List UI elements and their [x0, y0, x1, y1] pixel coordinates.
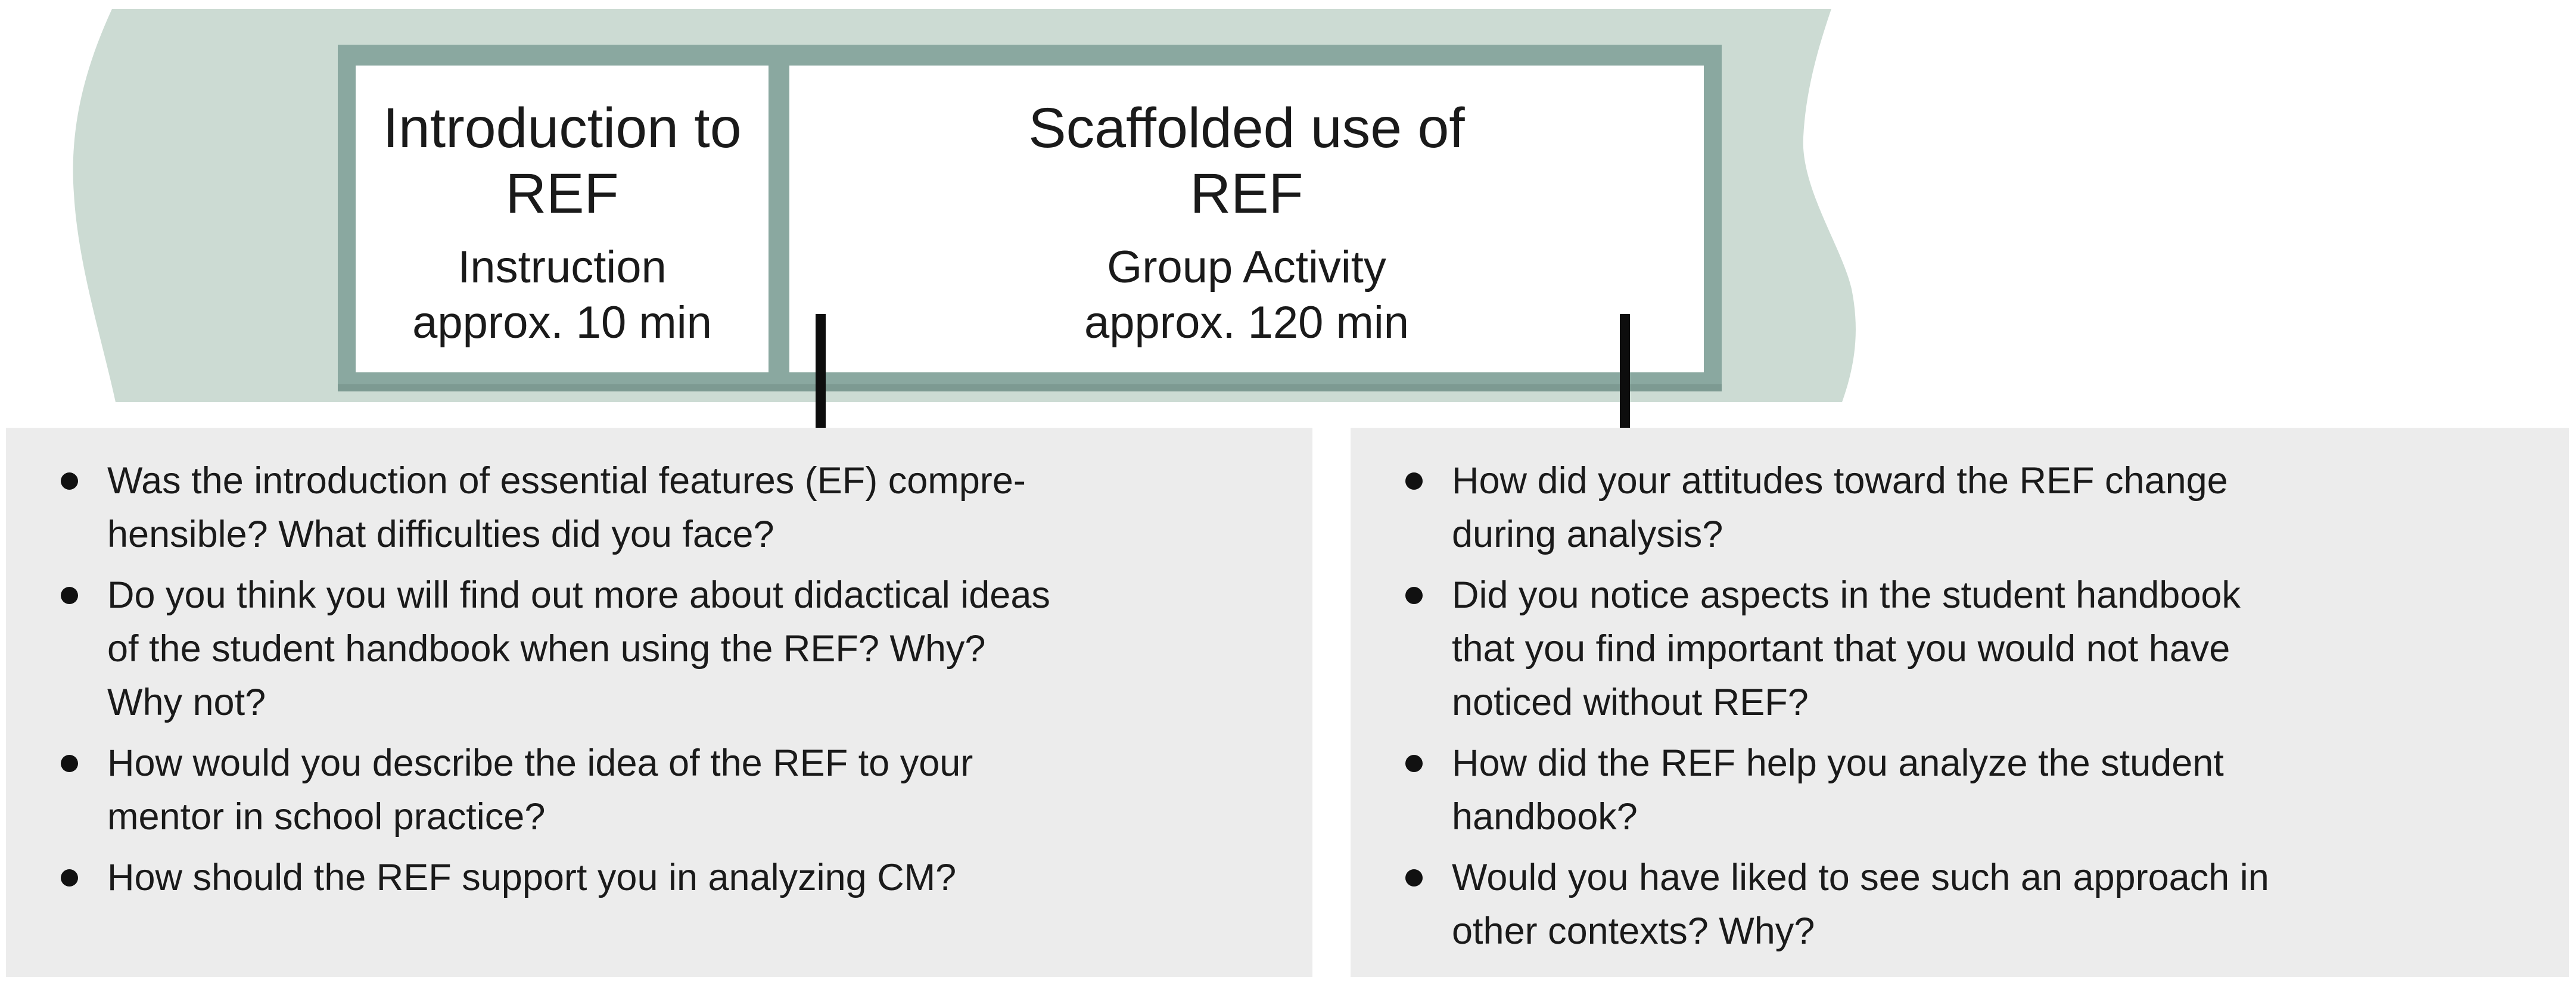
- questions-panel-left: Was the introduction of essential featur…: [6, 428, 1312, 977]
- phase-title: Introduction to REF: [382, 97, 742, 225]
- question-item: How should the REF support you in analyz…: [6, 851, 1295, 904]
- phase-box-scaffolded-use: Scaffolded use of REF Group Activity app…: [789, 66, 1704, 372]
- question-item: Did you notice aspects in the student ha…: [1351, 568, 2551, 729]
- question-item: Was the introduction of essential featur…: [6, 454, 1295, 561]
- connector-line-after-introduction: [816, 314, 826, 442]
- phase-title: Scaffolded use of REF: [1028, 97, 1465, 225]
- timeline-frame: Introduction to REF Instruction approx. …: [338, 45, 1722, 391]
- question-list: Was the introduction of essential featur…: [6, 428, 1312, 904]
- connector-line-after-activity: [1620, 314, 1630, 442]
- phase-subtitle: Instruction approx. 10 min: [412, 242, 712, 348]
- question-list: How did your attitudes toward the REF ch…: [1351, 428, 2569, 958]
- question-item: How did the REF help you analyze the stu…: [1351, 736, 2551, 844]
- question-item: How did your attitudes toward the REF ch…: [1351, 454, 2551, 561]
- question-item: Would you have liked to see such an appr…: [1351, 851, 2551, 958]
- question-item: Do you think you will find out more abou…: [6, 568, 1295, 729]
- questions-panel-right: How did your attitudes toward the REF ch…: [1351, 428, 2569, 977]
- question-item: How would you describe the idea of the R…: [6, 736, 1295, 844]
- phase-subtitle: Group Activity approx. 120 min: [1084, 242, 1409, 348]
- phase-box-introduction: Introduction to REF Instruction approx. …: [356, 66, 769, 372]
